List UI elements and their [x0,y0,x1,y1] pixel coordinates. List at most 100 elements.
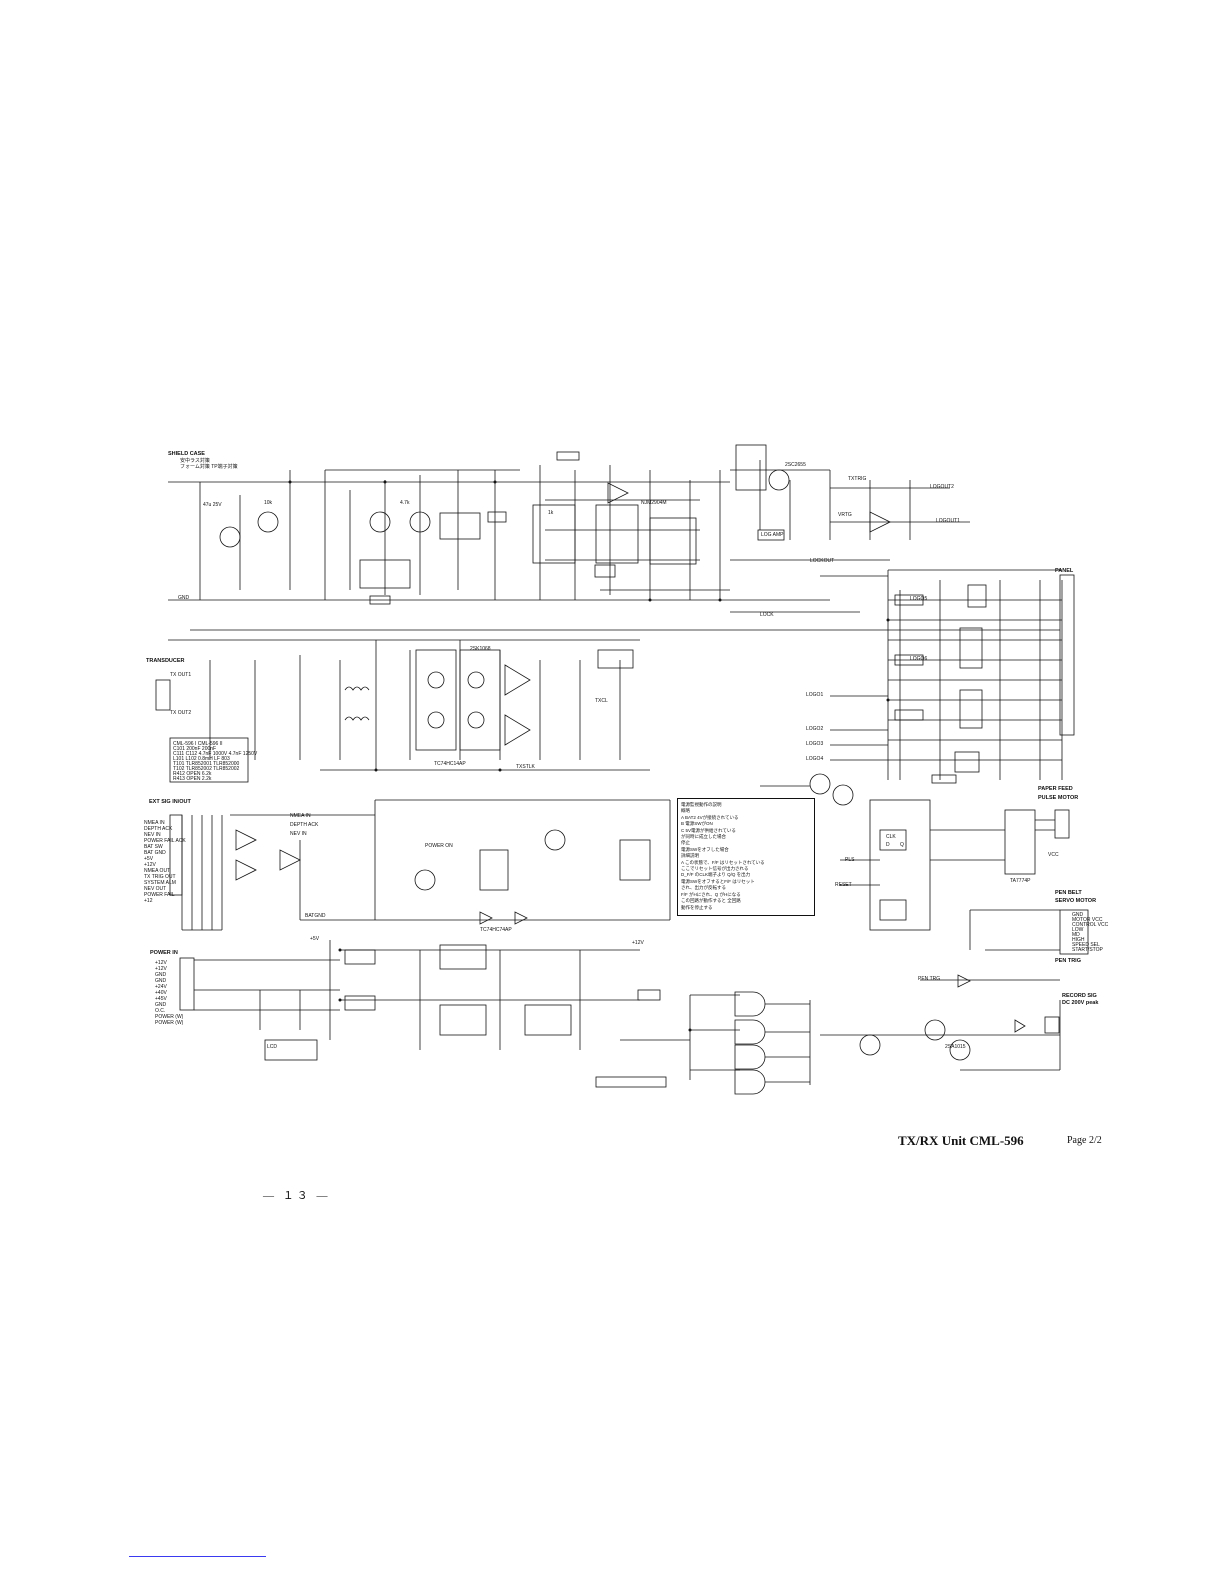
part-2sk: 2SK1068 [470,646,491,652]
ext-pin-7: +5V [144,856,154,862]
ext-pin-1: NMEA IN [144,820,165,826]
paper-feed-label: PAPER FEED [1038,786,1073,792]
power-pin-11: POWER (W) [155,1020,184,1026]
page-number: Page 2/2 [1067,1135,1102,1146]
panel-group-3: LOGO3 [806,741,824,747]
shield-note-2: フォーム対策 TP端子対策 [180,464,238,470]
ext-pin-14: +12 [144,898,153,904]
ext-pin-8: +12V [144,862,156,868]
panel-label: PANEL [1055,568,1074,574]
servo-pin-1: GND [1072,912,1084,918]
servo-pin-2: MOTOR VCC [1072,917,1103,923]
part-opamp: NJM2904M [641,500,667,506]
power-pin-7: +45V [155,996,167,1002]
net-q: Q [900,842,904,848]
net-txcl: TXCL [595,698,608,704]
shield-note-1: 安中ラス対策 [180,458,210,464]
panel-group-1: LOGO1 [806,692,824,698]
part-tc74hc14: TC74HC14AP [434,761,466,767]
pen-trig-label: PEN TRIG [1055,958,1081,964]
net-tx-out1: TX OUT1 [170,672,192,678]
log-amp-label: LOG AMP [761,532,784,538]
net-vcc: VCC [1048,852,1059,858]
ext-pin-6: BAT GND [144,850,166,856]
record-sig-label: RECORD SIG [1062,993,1097,999]
table-row-4: L101 L102 0.8mH LF 803 [173,756,230,762]
panel-group-6: LOGO6 [910,656,928,662]
net-plus5v: +5V [310,936,320,942]
power-pin-10: POWER (W) [155,1014,184,1020]
ext-pin-5: BAT SW [144,844,163,850]
net-vrtg: VRTG [838,512,852,518]
part-ta7774: TA7774P [1010,878,1031,884]
power-pin-3: GND [155,972,167,978]
shield-case-label: SHIELD CASE [168,451,205,457]
servo-pin-5: MD [1072,932,1080,938]
document-title: TX/RX Unit CML-596 [898,1133,1024,1148]
power-monitor-notes: 電源監視動作の説明 概略 A BAT2 4Vが接続されている B 電源SWがON… [677,798,815,916]
record-sig-2-label: DC 200V peak [1062,1000,1099,1006]
servo-pin-7: SPEED SEL [1072,942,1100,948]
power-pin-5: +24V [155,984,167,990]
ext-pin-9: NMEA OUT [144,868,171,874]
table-row-8: R413 OPEN 2.2k [173,776,212,782]
ext-pin-10: TX TRIG OUT [144,874,176,880]
ext-pin-12: NEV OUT [144,886,167,892]
net-depth-ack: DEPTH ACK [290,822,319,828]
net-d: D [886,842,890,848]
net-pls: PLS [845,857,855,863]
part-2sa: 2SA1015 [945,1044,966,1050]
power-pin-1: +12V [155,960,167,966]
servo-pin-8: START/STOP [1072,947,1103,953]
table-row-2: C101 200nF 200nF [173,746,217,752]
net-reset: RESET [835,882,852,888]
net-logout1: LOGOUT1 [936,518,960,524]
table-row-3: C111 C112 4.7nF 1000V 4.7nF 1250V [173,751,258,757]
net-lockout: LOCKOUT [810,558,835,564]
part-lcd: LCD [267,1044,278,1050]
part-cap: 47u 25V [203,502,222,508]
power-pin-9: O.C. [155,1008,166,1014]
power-pin-2: +12V [155,966,167,972]
net-pen-trg: PEN TRG [918,976,941,982]
net-logout2: LOGOUT2 [930,484,954,490]
net-gnd: GND [178,595,190,601]
ext-pin-13: POWER FAIL [144,892,175,898]
ext-sig-label: EXT SIG IN/OUT [149,799,191,805]
table-row-1: CML-596 I CML-596 II [173,741,223,747]
panel-group-4: LOGO4 [806,756,824,762]
power-pin-6: +40V [155,990,167,996]
ext-pin-3: NEV IN [144,832,161,838]
net-nev-in: NEV IN [290,831,307,837]
net-txstlk: TXSTLK [516,764,535,770]
part-res-3: 1k [548,510,554,516]
net-power-on: POWER ON [425,843,453,849]
part-tc74hc74: TC74HC74AP [480,927,512,933]
panel-group-5: LOGO5 [910,596,928,602]
part-2sc: 2SC2655 [785,462,806,468]
part-res-2: 4.7k [400,500,410,506]
servo-pin-4: LOW [1072,927,1084,933]
table-row-6: T102 TLR852002 TLR852002 [173,766,240,772]
part-res-1: 10k [264,500,273,506]
net-clk: CLK [886,834,896,840]
net-lock: LOCK [760,612,774,618]
servo-pin-3: CONTROL VCC [1072,922,1109,928]
bottom-rule [129,1556,266,1557]
net-tx-out2: TX OUT2 [170,710,192,716]
net-plus12v: +12V [632,940,644,946]
net-nmea-in: NMEA IN [290,813,311,819]
transducer-label: TRANSDUCER [146,658,185,664]
power-in-label: POWER IN [150,950,178,956]
servo-motor-label: SERVO MOTOR [1055,898,1097,904]
table-row-5: T101 TLR852001 TLR852000 [173,761,240,767]
power-pin-4: GND [155,978,167,984]
pulse-motor-label: PULSE MOTOR [1038,795,1079,801]
pen-belt-label: PEN BELT [1055,890,1082,896]
net-txtrig: TXTRIG [848,476,867,482]
panel-group-2: LOGO2 [806,726,824,732]
ext-pin-4: POWER FAIL ACK [144,838,186,844]
page-mark: — １３ — [263,1190,331,1202]
table-row-7: R412 OPEN 6.2k [173,771,212,777]
